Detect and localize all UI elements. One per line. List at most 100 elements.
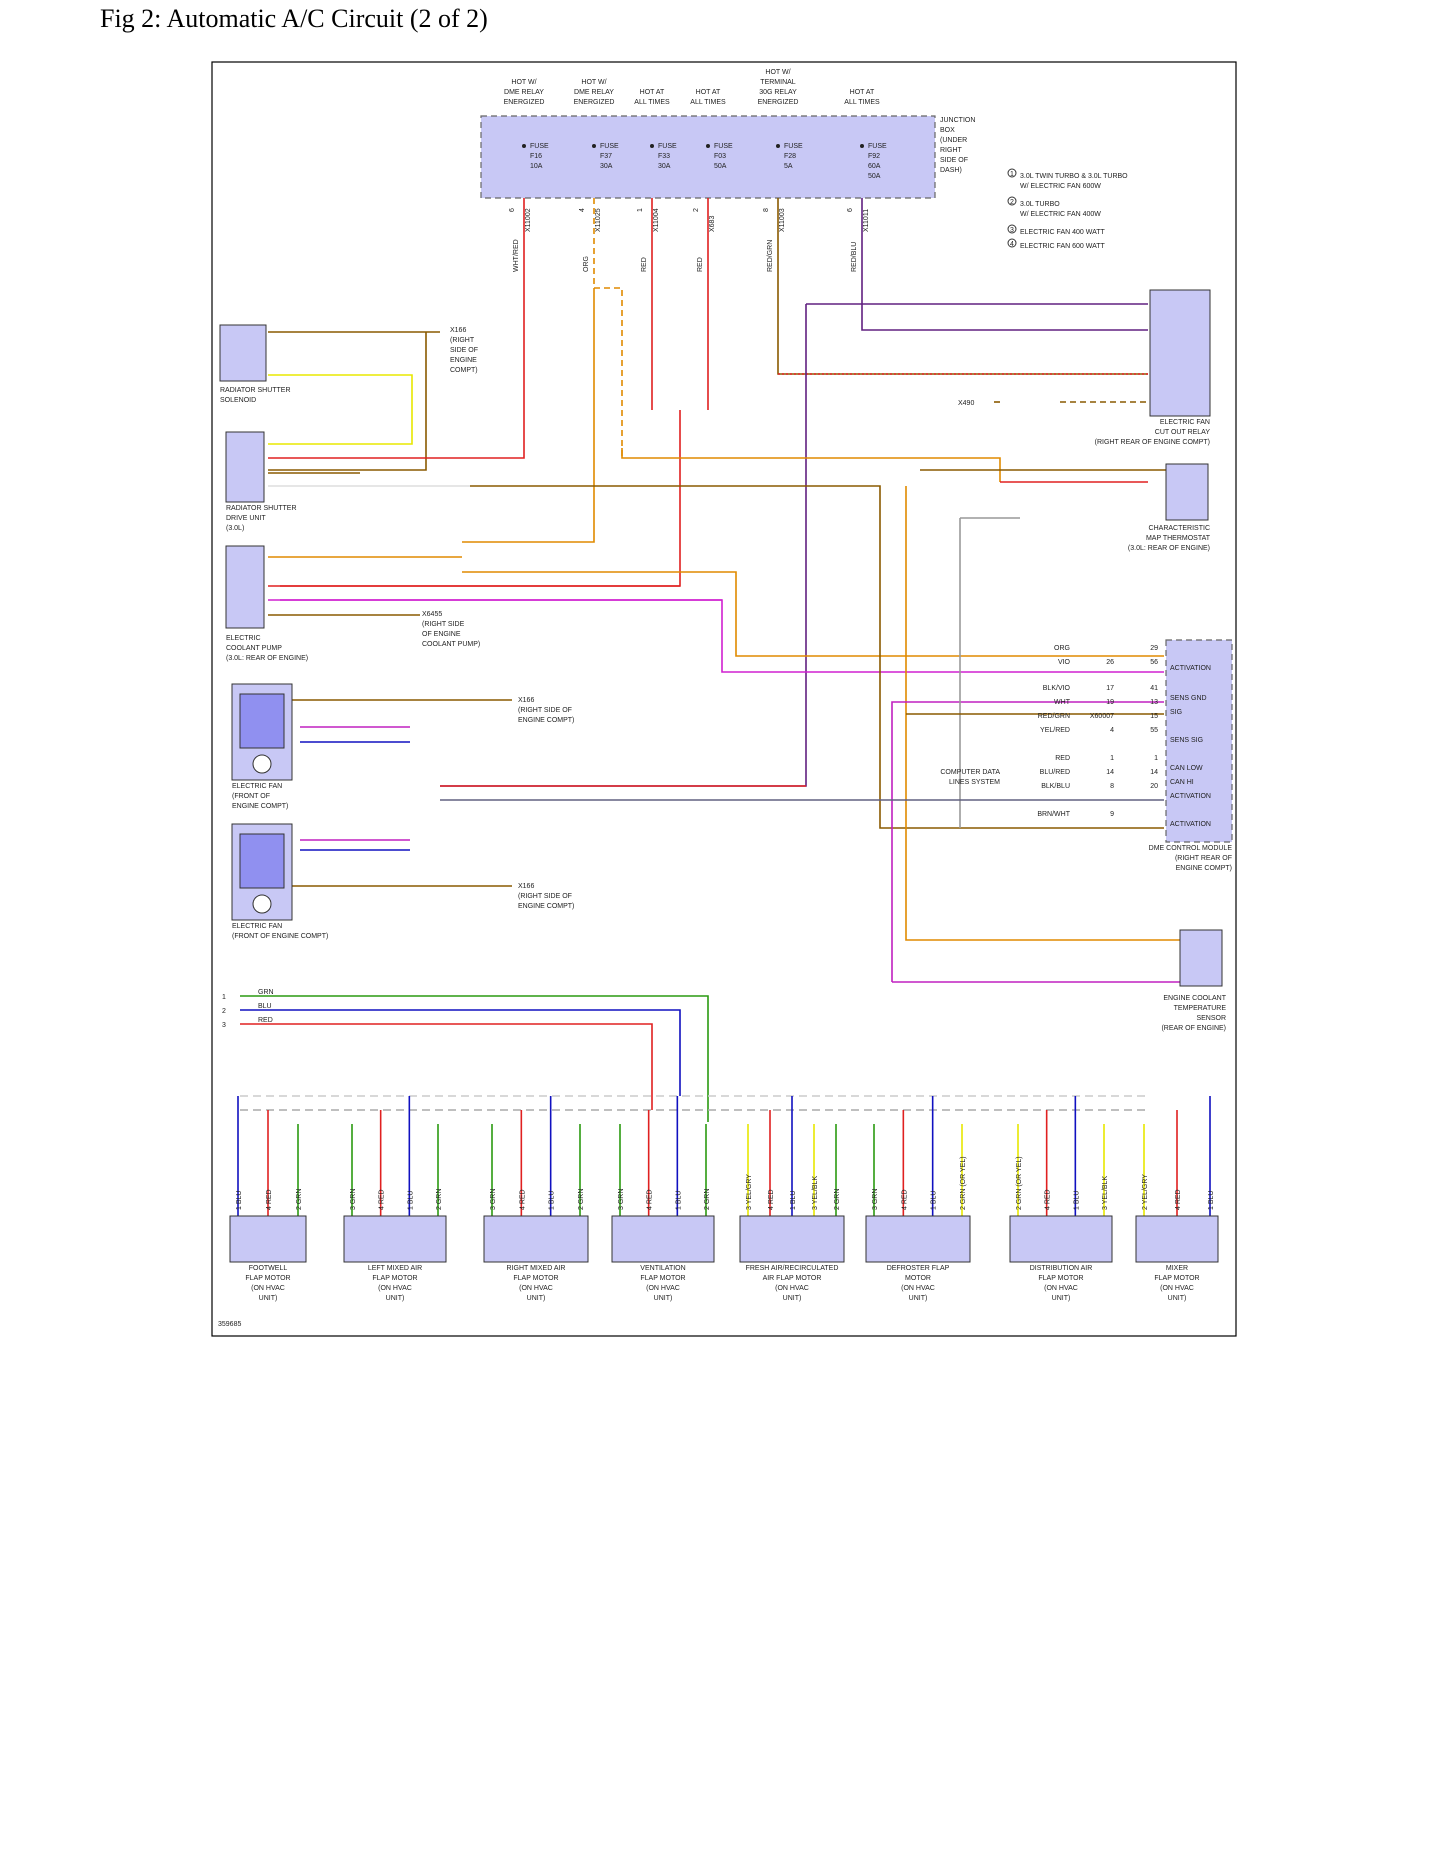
- bus-number: 1: [222, 994, 226, 1001]
- flap-motor-name: UNIT): [527, 1295, 546, 1302]
- flap-motor-name: UNIT): [1052, 1295, 1071, 1302]
- component-name: MAP THERMOSTAT: [1146, 535, 1211, 542]
- junction-box: [480, 115, 936, 199]
- flap-motor-name: DISTRIBUTION AIR: [1030, 1265, 1093, 1272]
- component-name: ENGINE COMPT): [1176, 865, 1232, 872]
- page-title: Fig 2: Automatic A/C Circuit (2 of 2): [100, 4, 488, 33]
- flap-motor-box: [865, 1215, 971, 1263]
- ground-label: ENGINE COMPT): [518, 903, 574, 910]
- pin-number: 8: [763, 208, 770, 212]
- legend-item: 3.0L TWIN TURBO & 3.0L TURBO: [1020, 173, 1128, 180]
- ground-label: (RIGHT: [450, 337, 475, 344]
- component-name: ENGINE COMPT): [232, 803, 288, 810]
- dme-wire-color: BRN/WHT: [1037, 811, 1070, 818]
- flap-motor-name: FOOTWELL: [249, 1265, 288, 1272]
- flap-pin-label: 4 RED: [379, 1189, 386, 1210]
- flap-pin-label: 2 GRN: [834, 1189, 841, 1210]
- dme-wire-color: RED/GRN: [1038, 713, 1070, 720]
- hot-label: HOT AT: [850, 89, 875, 96]
- pin-number: 4: [579, 208, 586, 212]
- connector-label: X11002: [525, 208, 532, 232]
- flap-pin-label: 4 RED: [901, 1189, 908, 1210]
- dme-wire-pin: 13: [1150, 699, 1158, 706]
- dme-wire-pin: X60007: [1090, 713, 1114, 720]
- dme-wire-color: BLK/BLU: [1041, 783, 1070, 790]
- component-name: DRIVE UNIT: [226, 515, 266, 522]
- hot-label: HOT W/: [511, 79, 536, 86]
- flap-motor-name: AIR FLAP MOTOR: [763, 1275, 822, 1282]
- component-name: (RIGHT REAR OF ENGINE COMPT): [1095, 439, 1210, 446]
- hot-label: ENERGIZED: [758, 99, 799, 106]
- flap-pin-label: 1 BLU: [790, 1191, 797, 1210]
- coolant-temp-sensor: [1179, 929, 1223, 987]
- component-name: (3.0L: REAR OF ENGINE): [226, 655, 308, 662]
- dme-wire-pin: 56: [1150, 659, 1158, 666]
- connector-label: X11004: [653, 208, 660, 232]
- junction-box-text: BOX: [940, 127, 955, 134]
- fan-motor-icon: [252, 894, 272, 914]
- connector-label: X11003: [779, 208, 786, 232]
- flap-motor-wires: [237, 1096, 1211, 1216]
- ground-label: COMPT): [450, 367, 478, 374]
- junction-box-text: SIDE OF: [940, 157, 968, 164]
- map-thermostat: [1165, 463, 1209, 521]
- flap-motor-name: FLAP MOTOR: [513, 1275, 558, 1282]
- component-name: ELECTRIC: [226, 635, 261, 642]
- flap-motors: FOOTWELL FLAP MOTOR (ON HVAC UNIT) 1 BLU 4 RE…: [229, 1156, 1219, 1302]
- hot-label: ENERGIZED: [574, 99, 615, 106]
- flap-motor-name: (ON HVAC: [519, 1285, 553, 1292]
- ground-label: X490: [958, 400, 974, 407]
- wire-color-label: RED/GRN: [767, 240, 774, 272]
- fuse-icon: [860, 144, 864, 148]
- flap-motor-name: (ON HVAC: [646, 1285, 680, 1292]
- dme-wire-color: WHT: [1054, 699, 1071, 706]
- dme-wire-color: BLK/VIO: [1043, 685, 1071, 692]
- fuse-label: FUSE: [530, 143, 549, 150]
- electric-fan-front-2-motor: [239, 833, 285, 889]
- hot-label: 30G RELAY: [759, 89, 797, 96]
- fuse-label: F92: [868, 153, 880, 160]
- dme-pin-label: SENS GND: [1170, 695, 1207, 702]
- component-name: SENSOR: [1196, 1015, 1226, 1022]
- flap-motor-name: DEFROSTER FLAP: [887, 1265, 950, 1272]
- fuse-label: 10A: [530, 163, 543, 170]
- fuse-label: FUSE: [714, 143, 733, 150]
- dme-wire-pin: 8: [1110, 783, 1114, 790]
- legend-item: W/ ELECTRIC FAN 400W: [1020, 211, 1101, 218]
- flap-motor-name: RIGHT MIXED AIR: [507, 1265, 566, 1272]
- flap-motor-box: [1135, 1215, 1219, 1263]
- legend-marker-num: 3: [1010, 227, 1014, 234]
- figure-id: 359685: [218, 1321, 241, 1328]
- component-name: DME CONTROL MODULE: [1149, 845, 1233, 852]
- dme-wire-pin: 1: [1110, 755, 1114, 762]
- bus-wire-color: BLU: [258, 1003, 272, 1010]
- flap-pin-label: 2 GRN (OR YEL): [960, 1156, 967, 1210]
- hot-label: ALL TIMES: [690, 99, 726, 106]
- junction-box-text: (UNDER: [940, 137, 967, 144]
- component-name: SOLENOID: [220, 397, 256, 404]
- flap-pin-label: 4 RED: [519, 1189, 526, 1210]
- flap-motor-name: UNIT): [783, 1295, 802, 1302]
- component-name: RADIATOR SHUTTER: [220, 387, 291, 394]
- flap-motor-name: (ON HVAC: [775, 1285, 809, 1292]
- flap-pin-label: 1 BLU: [1208, 1191, 1215, 1210]
- component-name: CUT OUT RELAY: [1155, 429, 1211, 436]
- fuse-icon: [776, 144, 780, 148]
- flap-motor-name: MOTOR: [905, 1275, 931, 1282]
- electric-fan-cutout-relay: [1149, 289, 1211, 417]
- flap-motor-name: UNIT): [909, 1295, 928, 1302]
- component-name: TEMPERATURE: [1174, 1005, 1227, 1012]
- fuse-label: FUSE: [868, 143, 887, 150]
- dme-wire-pin: 9: [1110, 811, 1114, 818]
- dme-wire-pin: 19: [1106, 699, 1114, 706]
- dme-wire-color: BLU/RED: [1040, 769, 1070, 776]
- flap-pin-label: 1 BLU: [931, 1191, 938, 1210]
- flap-motor-name: UNIT): [386, 1295, 405, 1302]
- ground-label: (RIGHT SIDE OF: [518, 707, 572, 714]
- hvac-bus: [240, 995, 1150, 1122]
- bus-wire-color: GRN: [258, 989, 274, 996]
- flap-pin-label: 4 RED: [266, 1189, 273, 1210]
- flap-motor-name: FLAP MOTOR: [245, 1275, 290, 1282]
